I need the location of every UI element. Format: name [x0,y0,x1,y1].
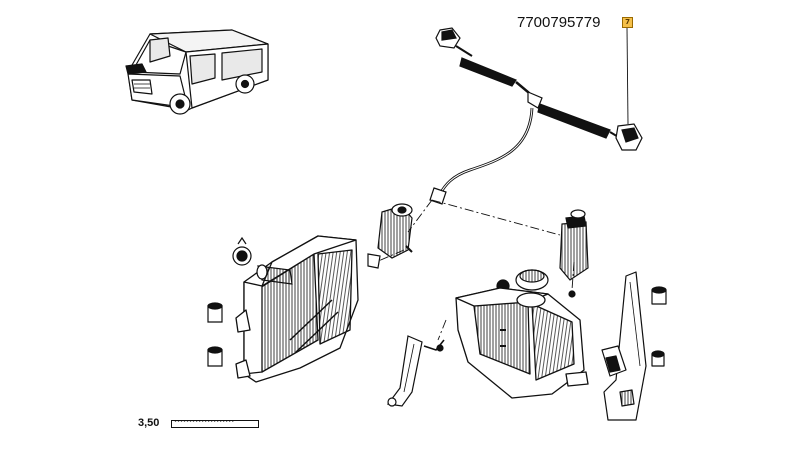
callout-leader [626,27,629,125]
scale-bar: •••••••••••••••••••• [171,420,259,428]
scale-bar-text: •••••••••••••••••••• [174,420,235,425]
part-number-label: 7700795779 [517,14,601,31]
washer-pump-right [559,209,589,298]
mounting-bracket-right [601,271,667,421]
washer-hose-assembly [429,27,643,205]
left-reservoir-tank [235,235,359,383]
mounting-bracket-arm [386,335,445,407]
right-reservoir-tank [455,287,589,399]
van-illustration [125,29,269,115]
scale-label: 3,50 [138,417,160,429]
part-reference-badge[interactable]: 7 [622,17,633,28]
washer-pump-center [377,203,413,259]
left-tank-fittings [207,236,381,367]
